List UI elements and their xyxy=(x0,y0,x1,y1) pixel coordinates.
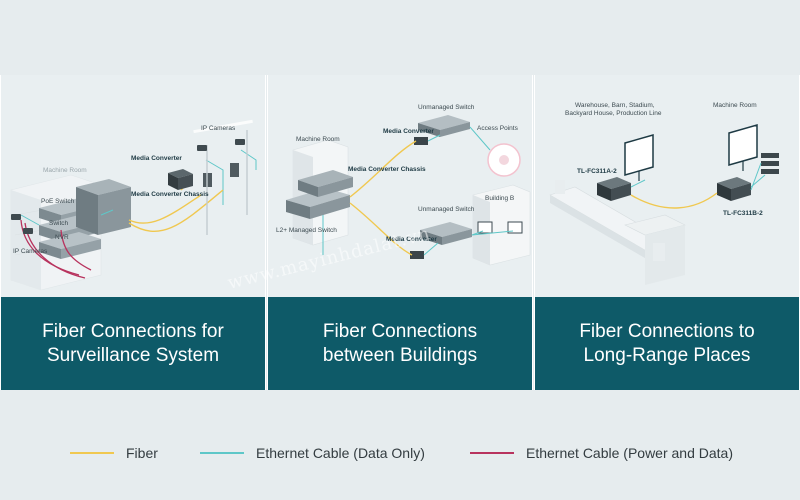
camera-converters xyxy=(203,163,239,187)
legend-item-ethernet-data: Ethernet Cable (Data Only) xyxy=(200,445,425,461)
caption-buildings: Fiber Connections between Buildings xyxy=(268,297,532,390)
media-converter-bottom-device xyxy=(410,251,424,259)
unmanaged-switch-bottom-device xyxy=(420,222,472,245)
legend-label-fiber: Fiber xyxy=(126,445,158,461)
caption-long-range-line2: Long-Range Places xyxy=(583,344,751,366)
panel-surveillance: IP Cameras Media Converter Media Convert… xyxy=(0,75,266,390)
fiber-cables-2 xyxy=(349,140,417,256)
legend-label-ethernet-data: Ethernet Cable (Data Only) xyxy=(256,445,425,461)
label-media-converter-chassis: Media Converter Chassis xyxy=(131,191,209,198)
ethernet-cables-3 xyxy=(630,162,766,191)
label-tl-fc311b: TL-FC311B-2 xyxy=(723,210,763,217)
media-converter-box xyxy=(168,169,193,190)
label-machine-room: Machine Room xyxy=(43,167,87,174)
ethernet-cables-2 xyxy=(322,126,514,256)
tl-fc311a-device xyxy=(597,177,631,201)
label-access-points: Access Points xyxy=(477,125,519,132)
tl-fc311b-device xyxy=(717,177,751,201)
legend-line-ethernet-power xyxy=(470,452,514,454)
caption-buildings-line1: Fiber Connections xyxy=(322,320,478,342)
legend: Fiber Ethernet Cable (Data Only) Etherne… xyxy=(0,445,800,475)
label-unmanaged-switch-bottom: Unmanaged Switch xyxy=(418,206,475,213)
label-nvr: NVR xyxy=(55,234,69,241)
caption-long-range-line1: Fiber Connections to xyxy=(579,320,755,342)
ip-cameras-top-icons xyxy=(11,139,245,234)
camera-poles xyxy=(206,130,248,235)
server-rack-icon xyxy=(761,153,779,174)
label-unmanaged-switch-top-1: Unmanaged Switch xyxy=(418,104,475,111)
monitor-left-icon xyxy=(624,134,654,181)
fiber-cable-3 xyxy=(630,192,718,209)
caption-surveillance-line2: Surveillance System xyxy=(46,344,220,366)
unmanaged-switch-top-device xyxy=(418,115,470,137)
monitor-right-icon xyxy=(728,124,758,171)
label-l2-managed-switch: L2+ Managed Switch xyxy=(276,227,337,234)
label-poe-switch: PoE Switch xyxy=(41,198,75,205)
label-machine-room-2: Machine Room xyxy=(296,136,340,143)
label-media-converter-top: Media Converter xyxy=(383,128,434,135)
legend-label-ethernet-power: Ethernet Cable (Power and Data) xyxy=(526,445,733,461)
media-converter-top-device xyxy=(414,137,428,145)
legend-item-fiber: Fiber xyxy=(70,445,158,461)
label-machine-room-3: Machine Room xyxy=(713,102,757,109)
access-point-icon xyxy=(487,143,521,177)
panel-buildings: Unmanaged Switch Media Converter Access … xyxy=(267,75,533,390)
label-tl-fc311a: TL-FC311A-2 xyxy=(577,168,617,175)
buildings-diagram: Unmanaged Switch Media Converter Access … xyxy=(276,104,531,266)
legend-line-fiber xyxy=(70,452,114,454)
building-b-monitors xyxy=(477,221,523,234)
caption-surveillance-line1: Fiber Connections for xyxy=(42,320,224,342)
label-media-converter: Media Converter xyxy=(131,155,182,162)
top-background xyxy=(0,0,800,75)
caption-surveillance: Fiber Connections for Surveillance Syste… xyxy=(1,297,265,390)
label-chassis-2: Media Converter Chassis xyxy=(348,166,426,173)
label-building-b: Building B xyxy=(485,195,514,202)
ethernet-cables xyxy=(20,149,257,226)
label-ip-cameras-top: IP Cameras xyxy=(201,125,236,132)
chassis-device xyxy=(298,170,353,197)
media-converter-chassis-device xyxy=(76,179,131,235)
label-switch: Switch xyxy=(49,220,69,227)
production-line xyxy=(549,180,686,285)
surveillance-diagram: IP Cameras Media Converter Media Convert… xyxy=(10,119,257,291)
l2-managed-switch-device xyxy=(286,188,350,219)
long-range-diagram: Warehouse, Barn, Stadium, Backyard House… xyxy=(549,102,779,285)
legend-line-ethernet-data xyxy=(200,452,244,454)
label-media-converter-bottom: Media Converter xyxy=(386,236,437,243)
legend-item-ethernet-power: Ethernet Cable (Power and Data) xyxy=(470,445,733,461)
label-warehouse: Warehouse, Barn, Stadium, Backyard House… xyxy=(565,102,662,117)
label-ip-cameras-left: IP Cameras xyxy=(13,248,48,255)
caption-buildings-line2: between Buildings xyxy=(322,344,478,366)
panel-long-range: Warehouse, Barn, Stadium, Backyard House… xyxy=(534,75,800,390)
caption-long-range: Fiber Connections to Long-Range Places xyxy=(535,297,799,390)
